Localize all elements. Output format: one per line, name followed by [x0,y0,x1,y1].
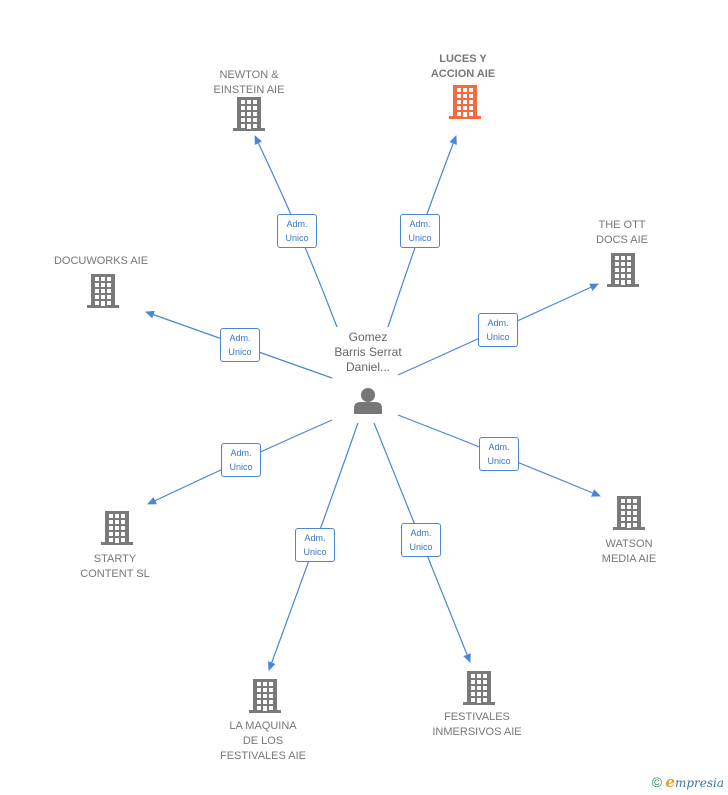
relation-role-line2: Unico [487,456,511,466]
relation-role-line1: Adm. [230,448,252,458]
relation-role-line2: Unico [228,347,252,357]
relation-badge-watson-media-aie[interactable]: Adm. Unico [479,437,519,471]
footer-brand: © empresia [652,773,724,791]
relation-role-line1: Adm. [229,333,251,343]
relation-role-line1: Adm. [488,442,510,452]
relation-badge-docuworks-aie[interactable]: Adm. Unico [220,328,260,362]
building-icon-starty-content-sl[interactable] [101,511,133,545]
building-icon-festivales-inmersivos-aie[interactable] [463,671,495,705]
person-icon[interactable] [354,388,382,414]
building-icon-watson-media-aie[interactable] [613,496,645,530]
relation-role-line2: Unico [408,233,432,243]
brand-logo-text: mpresia [674,776,724,790]
relation-badge-festivales-inmersivos-aie[interactable]: Adm. Unico [401,523,441,557]
company-label-la-maquina-de-los-festivales-aie[interactable]: LA MAQUINA DE LOS FESTIVALES AIE [220,720,306,762]
building-icon-luces-y-accion-aie[interactable] [449,85,481,119]
copyright-symbol: © [651,774,663,790]
relation-role-line2: Unico [285,233,309,243]
relation-badge-newton-einstein-aie[interactable]: Adm. Unico [277,214,317,248]
relation-role-line1: Adm. [409,219,431,229]
relation-badge-starty-content-sl[interactable]: Adm. Unico [221,443,261,477]
relation-role-line2: Unico [486,332,510,342]
relation-role-line1: Adm. [410,528,432,538]
company-label-luces-y-accion-aie[interactable]: LUCES Y ACCION AIE [430,53,496,80]
building-icon-la-maquina-de-los-festivales-aie[interactable] [249,679,281,713]
relation-role-line2: Unico [303,547,327,557]
building-icon-docuworks-aie[interactable] [87,274,119,308]
relation-badge-la-maquina-de-los-festivales-aie[interactable]: Adm. Unico [295,528,335,562]
relation-role-line1: Adm. [286,219,308,229]
relation-role-line2: Unico [409,542,433,552]
company-label-the-ott-docs-aie[interactable]: THE OTT DOCS AIE [596,219,648,246]
building-icon-newton-einstein-aie[interactable] [233,97,265,131]
icons-layer [87,85,645,713]
company-label-festivales-inmersivos-aie[interactable]: FESTIVALES INMERSIVOS AIE [432,711,522,738]
company-label-watson-media-aie[interactable]: WATSON MEDIA AIE [601,538,657,565]
relation-role-line1: Adm. [304,533,326,543]
building-icon-the-ott-docs-aie[interactable] [607,253,639,287]
relation-badge-the-ott-docs-aie[interactable]: Adm. Unico [478,313,518,347]
center-person-label[interactable]: Gomez Barris Serrat Daniel... [334,330,402,374]
brand-logo-initial: e [665,773,675,791]
relation-role-line2: Unico [229,462,253,472]
company-label-newton-einstein-aie[interactable]: NEWTON & EINSTEIN AIE [213,69,285,96]
relation-role-line1: Adm. [487,318,509,328]
company-label-docuworks-aie[interactable]: DOCUWORKS AIE [53,255,149,267]
relation-badge-luces-y-accion-aie[interactable]: Adm. Unico [400,214,440,248]
company-label-starty-content-sl[interactable]: STARTY CONTENT SL [80,553,150,580]
